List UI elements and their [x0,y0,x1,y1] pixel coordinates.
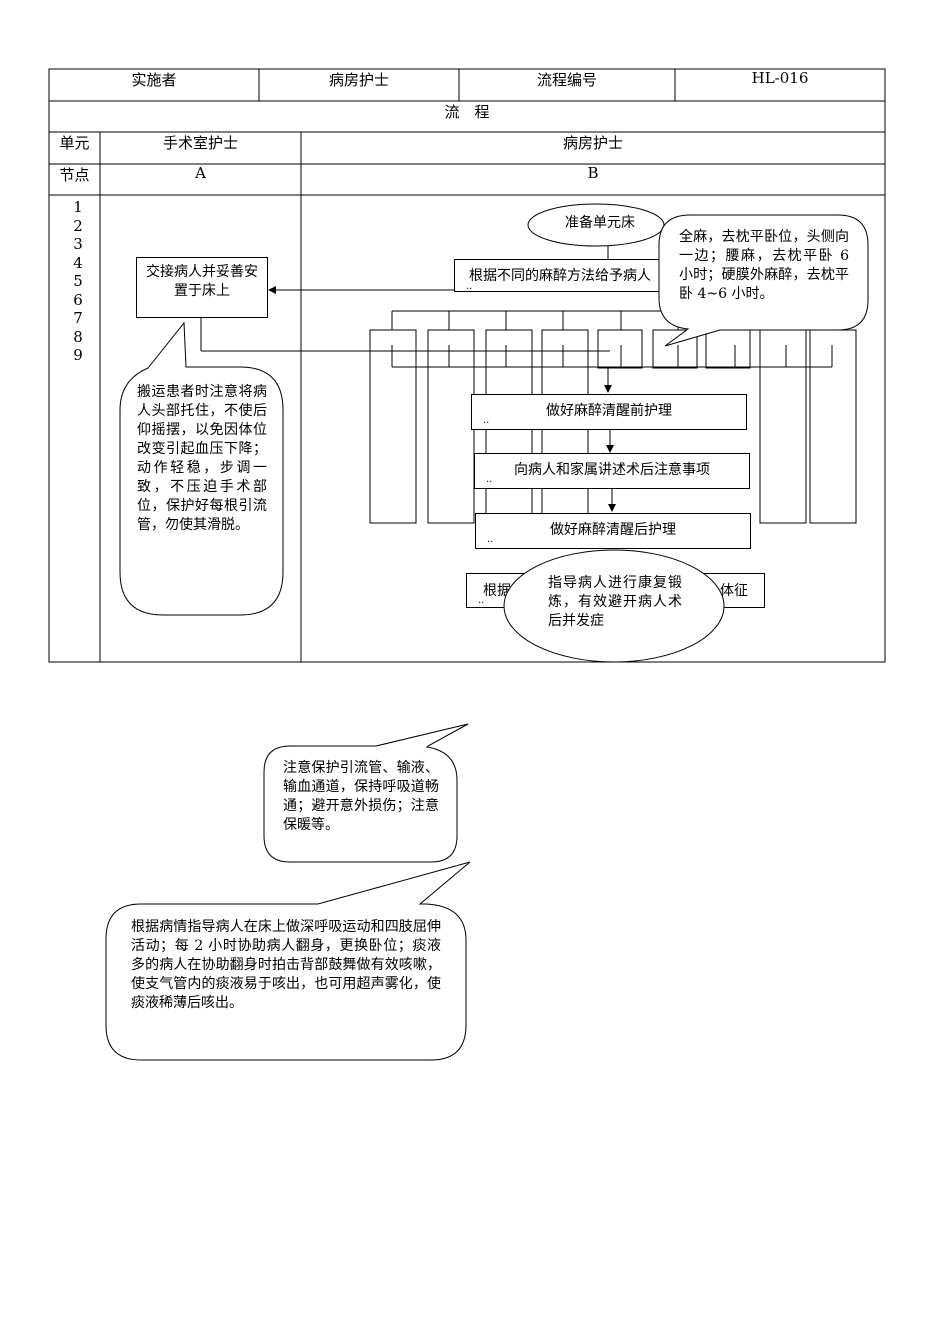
callout-breathing: 根据病情指导病人在床上做深呼吸运动和四肢屈伸活动；每 2 小时协助病人翻身，更换… [131,919,441,1011]
flow-step-vitals-left: 根据 [483,583,511,599]
process-no-label: 流程编号 [536,71,597,89]
unit-col-a: 手术室护士 [162,134,238,152]
callout-protect: 注意保护引流管、输液、输血通道，保持呼吸道畅通；避开意外损伤；注意保暖等。 [283,760,439,833]
node-number: 5 [73,272,83,290]
node-label: 节点 [59,166,90,184]
flow-step-post-wake: 做好麻醉清醒后护理 [475,513,751,549]
node-number: 9 [73,346,83,364]
node-number: 7 [73,309,83,327]
flow-dots: .. [487,534,494,545]
flow-dots: .. [466,281,473,292]
flow-step-explain: 向病人和家属讲述术后注意事项 [474,453,750,489]
node-number: 3 [73,235,83,253]
callout-anesthesia: 全麻，去枕平卧位，头侧向一边；腰麻，去枕平卧 6 小时；硬膜外麻醉，去枕平卧 4… [679,229,849,302]
implementer-value: 病房护士 [328,71,389,89]
flow-step-receive: 交接病人并妥善安置于床上 [136,257,268,318]
callout-rehab-bubble [503,549,725,663]
unit-label: 单元 [59,134,90,152]
flow-step-pre-wake: 做好麻醉清醒前护理 [471,394,747,430]
node-number: 2 [73,216,83,235]
flow-step-position: 根据不同的麻醉方法给予病人 [454,259,684,292]
node-number: 6 [73,290,83,309]
node-col-a: A [195,164,206,182]
callout-transport: 搬运患者时注意将病人头部托住，不使后仰摇摆，以免因体位改变引起血压下降；动作轻稳… [137,384,267,533]
node-col-b: B [587,164,599,182]
unit-col-b: 病房护士 [562,134,623,152]
flow-dots: .. [478,595,485,606]
node-number-list: 1 2 3 4 5 6 7 8 9 [68,198,88,365]
flow-start: 准备单元床 [565,215,635,231]
flow-dots: .. [483,415,490,426]
callout-transport-bubble [119,321,284,616]
callout-rehab: 指导病人进行康复锻炼，有效避开病人术后并发症 [548,575,682,629]
callout-breathing-bubble [105,861,471,1061]
implementer-label: 实施者 [131,71,177,89]
node-number: 1 [73,198,83,216]
process-no-value: HL-016 [751,69,809,87]
callout-protect-bubble [263,723,469,863]
flow-step-vitals-right: 体征 [720,583,748,599]
node-number: 4 [73,253,83,272]
flow-title: 流 程 [444,103,490,121]
node-number: 8 [73,327,83,346]
callout-anesthesia-bubble [658,214,869,347]
flow-dots: .. [486,474,493,485]
